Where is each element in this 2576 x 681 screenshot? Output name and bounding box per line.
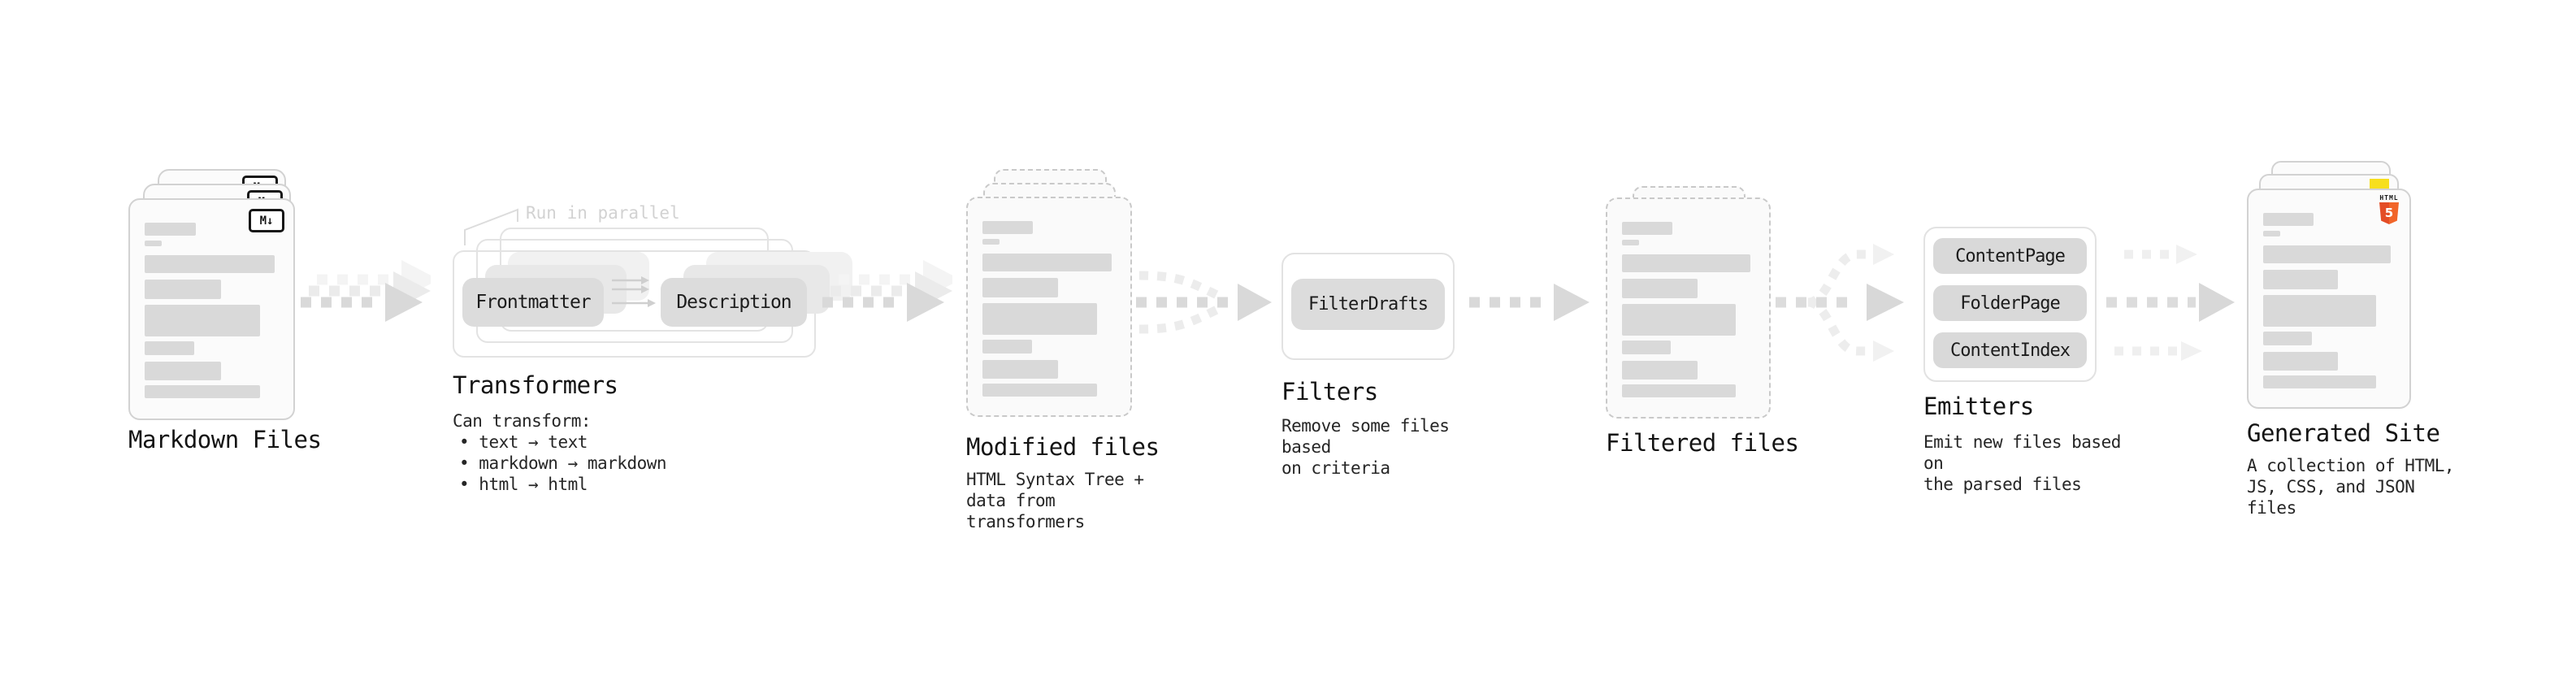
html5-icon-text: HTML [2379, 194, 2399, 202]
html5-number: 5 [2384, 206, 2394, 220]
stage-label: Transformers [453, 371, 618, 399]
placeholder-bar [2263, 213, 2314, 226]
stage-filtered-files: Filtered files [1606, 186, 1817, 495]
placeholder-bar [1622, 240, 1640, 245]
placeholder-bar [145, 385, 260, 398]
placeholder-bar [982, 278, 1059, 297]
placeholder-bar [2263, 295, 2377, 327]
flow-arrow-emitters-to-site [2106, 245, 2235, 361]
flow-arrow-markdown-to-transformers [301, 260, 431, 322]
flow-arrow-filters-to-filtered [1469, 284, 1589, 321]
file-card-front: M↓ [128, 198, 295, 420]
capability-item: html → html [453, 474, 666, 495]
placeholder-bar [1622, 340, 1672, 354]
annotation-leader-line [464, 208, 518, 245]
emitter-node-folderpage: FolderPage [1933, 285, 2087, 321]
parallel-arrows-icon [612, 276, 656, 307]
markdown-icon: M↓ [249, 209, 284, 232]
placeholder-bar [982, 360, 1059, 379]
placeholder-bar [982, 239, 1000, 245]
stage-filters: FilterDrafts Filters Remove some files b… [1281, 253, 1493, 478]
placeholder-bar [145, 280, 222, 299]
placeholder-bar [145, 241, 163, 246]
stage-description: A collection of HTML, JS, CSS, and JSON … [2247, 456, 2455, 518]
capability-item: text → text [453, 432, 666, 453]
transformer-node-description: Description [661, 278, 807, 327]
stage-transformers: Run in parallel Frontmatter Description … [453, 203, 852, 528]
placeholder-bar [1622, 361, 1698, 380]
placeholder-bar [2263, 332, 2312, 345]
document-content-placeholder [1622, 222, 1754, 397]
file-card-front [966, 197, 1132, 417]
capabilities-title: Can transform: [453, 411, 592, 431]
placeholder-bar [145, 341, 195, 355]
stage-label: Emitters [1923, 393, 2034, 420]
transformers-description: Can transform: text → text markdown → ma… [453, 410, 667, 495]
placeholder-bar [982, 221, 1034, 234]
emitter-node-contentpage: ContentPage [1933, 238, 2087, 274]
stage-label: Markdown Files [128, 426, 322, 453]
flow-arrow-transformers-to-modified [822, 260, 952, 322]
stage-label: Filters [1281, 378, 1378, 406]
stage-emitters: ContentPage FolderPage ContentIndex Emit… [1923, 227, 2135, 494]
emitter-node-contentindex: ContentIndex [1933, 332, 2087, 368]
placeholder-bar [2263, 245, 2392, 263]
file-card-html: HTML 5 [2247, 189, 2411, 409]
stage-generated-site: CSS HTML 5 Generated Site A collection o… [2247, 161, 2458, 518]
placeholder-bar [145, 362, 222, 380]
document-content-placeholder [2263, 213, 2395, 388]
html5-shield: 5 [2379, 202, 2399, 224]
stage-description: Emit new files based on the parsed files [1923, 432, 2121, 494]
placeholder-bar [2263, 270, 2339, 289]
stage-modified-files: Modified files HTML Syntax Tree + data f… [966, 169, 1177, 531]
placeholder-bar [2263, 231, 2281, 236]
placeholder-bar [145, 223, 196, 236]
flow-arrow-modified-to-filters [1136, 271, 1272, 334]
placeholder-bar [145, 255, 275, 273]
placeholder-bar [145, 305, 260, 336]
stage-markdown-files: M↓ M↓ M↓ Markdown Files [128, 169, 332, 510]
placeholder-bar [982, 254, 1112, 271]
stage-description: Remove some files based on criteria [1281, 416, 1450, 478]
placeholder-bar [982, 340, 1032, 354]
document-content-placeholder [982, 221, 1116, 397]
stage-label: Modified files [966, 433, 1160, 461]
transformer-node-frontmatter: Frontmatter [462, 278, 604, 327]
stage-description: HTML Syntax Tree + data from transformer… [966, 470, 1144, 531]
placeholder-bar [982, 384, 1098, 397]
placeholder-bar [2263, 375, 2377, 388]
placeholder-bar [982, 303, 1098, 335]
run-in-parallel-note: Run in parallel [526, 203, 680, 223]
stage-label: Filtered files [1606, 429, 1799, 457]
flow-arrow-filtered-to-emitters [1776, 244, 1904, 362]
js-icon [2370, 179, 2389, 189]
file-card-front [1606, 197, 1771, 419]
capability-item: markdown → markdown [453, 453, 666, 474]
placeholder-bar [1622, 222, 1672, 235]
placeholder-bar [2263, 352, 2339, 371]
placeholder-bar [1622, 304, 1737, 336]
html5-icon: HTML 5 [2379, 194, 2400, 224]
placeholder-bar [1622, 279, 1698, 298]
document-content-placeholder [145, 223, 279, 398]
placeholder-bar [1622, 384, 1737, 397]
stage-label: Generated Site [2247, 419, 2440, 447]
filter-node-filterdrafts: FilterDrafts [1291, 279, 1445, 330]
placeholder-bar [1622, 254, 1751, 272]
